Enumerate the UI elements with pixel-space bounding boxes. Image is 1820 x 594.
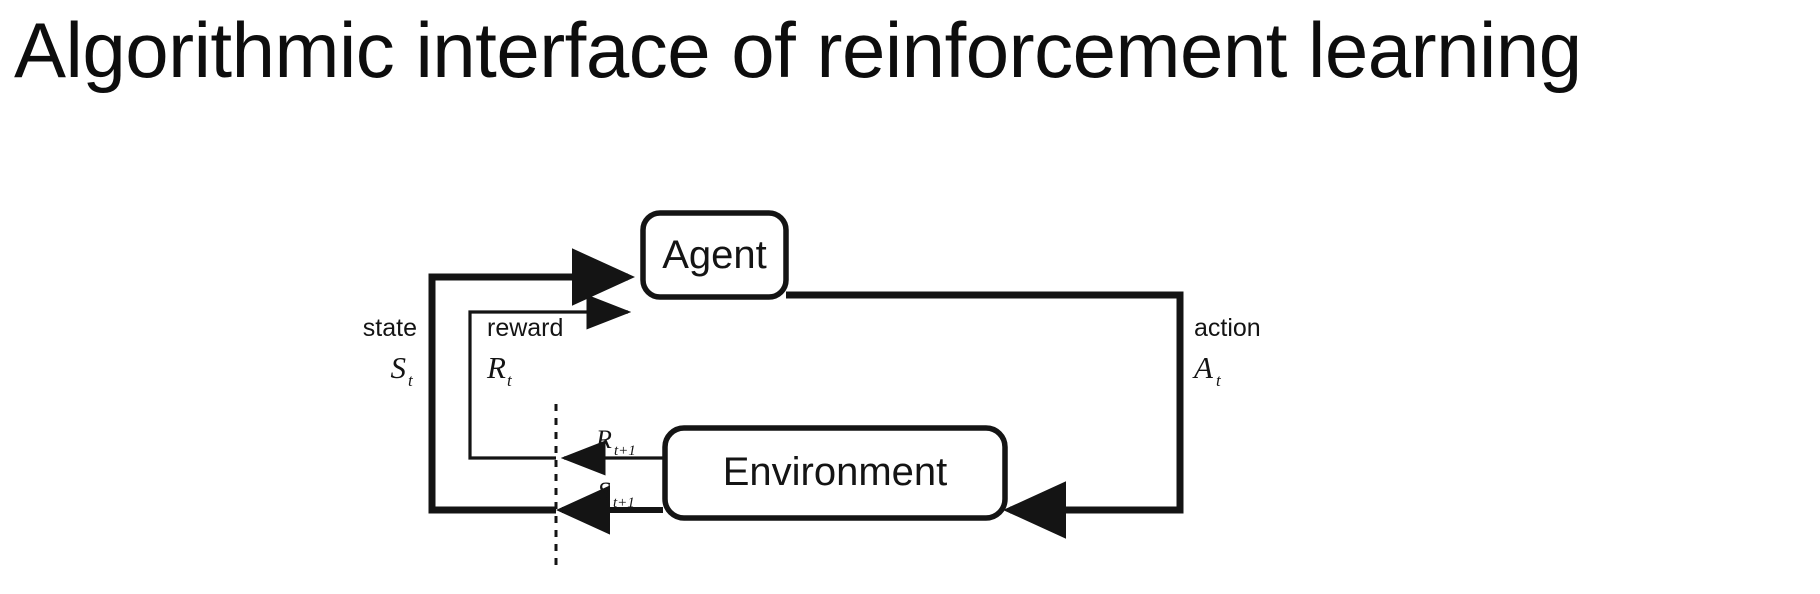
edge-action <box>786 291 1184 539</box>
emitted-state-subscript: t+1 <box>613 495 635 511</box>
emitted-reward-subscript: t+1 <box>614 443 636 459</box>
label-emitted-state: S t+1 <box>598 477 635 511</box>
reward-symbol: R <box>486 350 506 385</box>
node-environment[interactable]: Environment <box>662 425 1008 521</box>
state-symbol-subscript: t <box>408 371 414 390</box>
environment-label: Environment <box>723 450 948 494</box>
environment-box[interactable] <box>662 425 1008 521</box>
edge-reward-feedback <box>468 294 632 460</box>
action-line <box>786 291 1184 539</box>
action-label-text: action <box>1194 314 1261 342</box>
emitted-state-symbol: S <box>598 477 611 506</box>
state-symbol: S <box>391 350 407 385</box>
label-reward: reward R t <box>486 314 563 390</box>
action-symbol-subscript: t <box>1216 371 1222 390</box>
node-agent[interactable]: Agent <box>640 210 789 300</box>
reward-label-text: reward <box>487 314 563 342</box>
emitted-reward-symbol: R <box>595 425 612 454</box>
label-emitted-reward: R t+1 <box>595 425 636 459</box>
agent-label: Agent <box>662 233 767 277</box>
page-title: Algorithmic interface of reinforcement l… <box>14 6 1582 94</box>
edge-state-feedback <box>428 248 635 514</box>
reward-symbol-subscript: t <box>507 371 513 390</box>
label-action: action A t <box>1192 314 1261 390</box>
reward-feedback-line <box>468 294 632 460</box>
state-label-text: state <box>363 314 417 342</box>
state-feedback-line <box>428 248 635 514</box>
agent-box[interactable] <box>640 210 789 300</box>
action-symbol: A <box>1192 350 1214 385</box>
label-state: state S t <box>363 314 417 390</box>
